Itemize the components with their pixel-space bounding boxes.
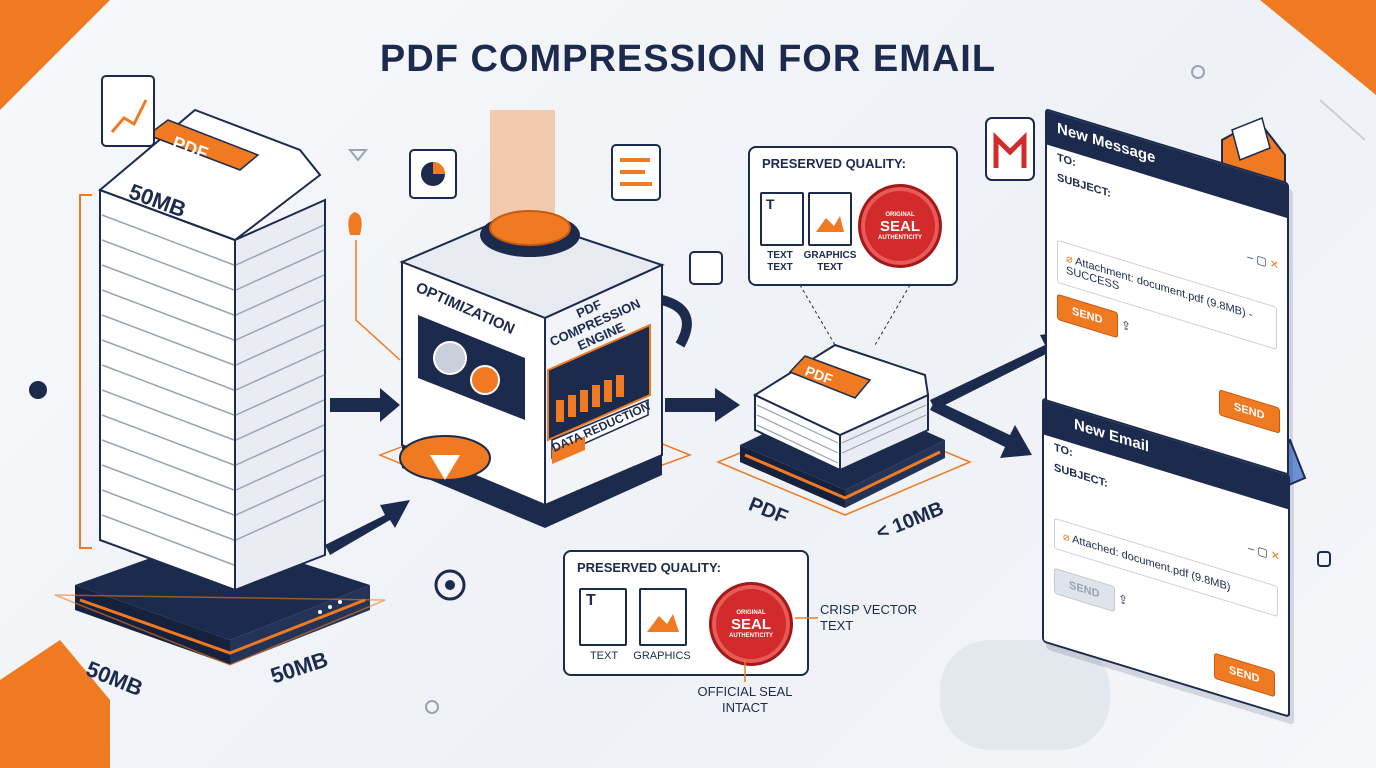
seal-top-text: SEAL <box>879 217 920 235</box>
quality-top-item2: GRAPHICS TEXT <box>803 250 857 273</box>
page-title: PDF COMPRESSION FOR EMAIL <box>379 38 997 80</box>
quality-top-item1: TEXT TEXT <box>767 250 793 273</box>
note-seal-intact: OFFICIAL SEAL INTACT <box>697 684 793 715</box>
graphics-doc-icon <box>808 192 852 246</box>
graphics-doc-icon <box>639 588 687 646</box>
email1-send-button[interactable]: SEND <box>1057 293 1118 339</box>
text-doc-icon: T <box>760 192 804 246</box>
email1-attachment: ⌀ Attachment: document.pdf (9.8MB) - SUC… <box>1057 239 1277 350</box>
quality-bottom-title: PRESERVED QUALITY: <box>577 560 721 575</box>
seal-top-ring-bottom: AUTHENTICITY <box>878 234 922 241</box>
paperclip-icon: ⌀ <box>1063 530 1073 546</box>
email1-send-button-2[interactable]: SEND <box>1219 389 1280 434</box>
quality-panel-bottom: PRESERVED QUALITY: T TEXT GRAPHICS ORIGI… <box>563 550 809 676</box>
quality-bottom-item2: GRAPHICS <box>633 650 691 662</box>
seal-top-ring-top: ORIGINAL <box>885 211 915 218</box>
quality-panel-top: PRESERVED QUALITY: T TEXT TEXT GRAPHICS … <box>748 146 958 286</box>
seal-icon: ORIGINAL SEAL AUTHENTICITY <box>858 184 942 268</box>
email2-send-button[interactable]: SEND <box>1214 652 1275 698</box>
note-crisp-text: CRISP VECTOR TEXT <box>820 602 918 633</box>
quality-bottom-item1: TEXT <box>589 650 619 662</box>
text-doc-icon: T <box>579 588 627 646</box>
upload-icon[interactable]: ⇪ <box>1121 317 1132 335</box>
email2-send-button-disabled[interactable]: SEND <box>1054 567 1115 613</box>
seal-bottom-ring-bottom: AUTHENTICITY <box>729 632 773 639</box>
quality-top-title: PRESERVED QUALITY: <box>762 156 906 171</box>
seal-icon: ORIGINAL SEAL AUTHENTICITY <box>709 582 793 666</box>
seal-bottom-text: SEAL <box>730 615 771 633</box>
upload-icon[interactable]: ⇪ <box>1118 591 1129 609</box>
seal-bottom-ring-top: ORIGINAL <box>736 609 766 616</box>
